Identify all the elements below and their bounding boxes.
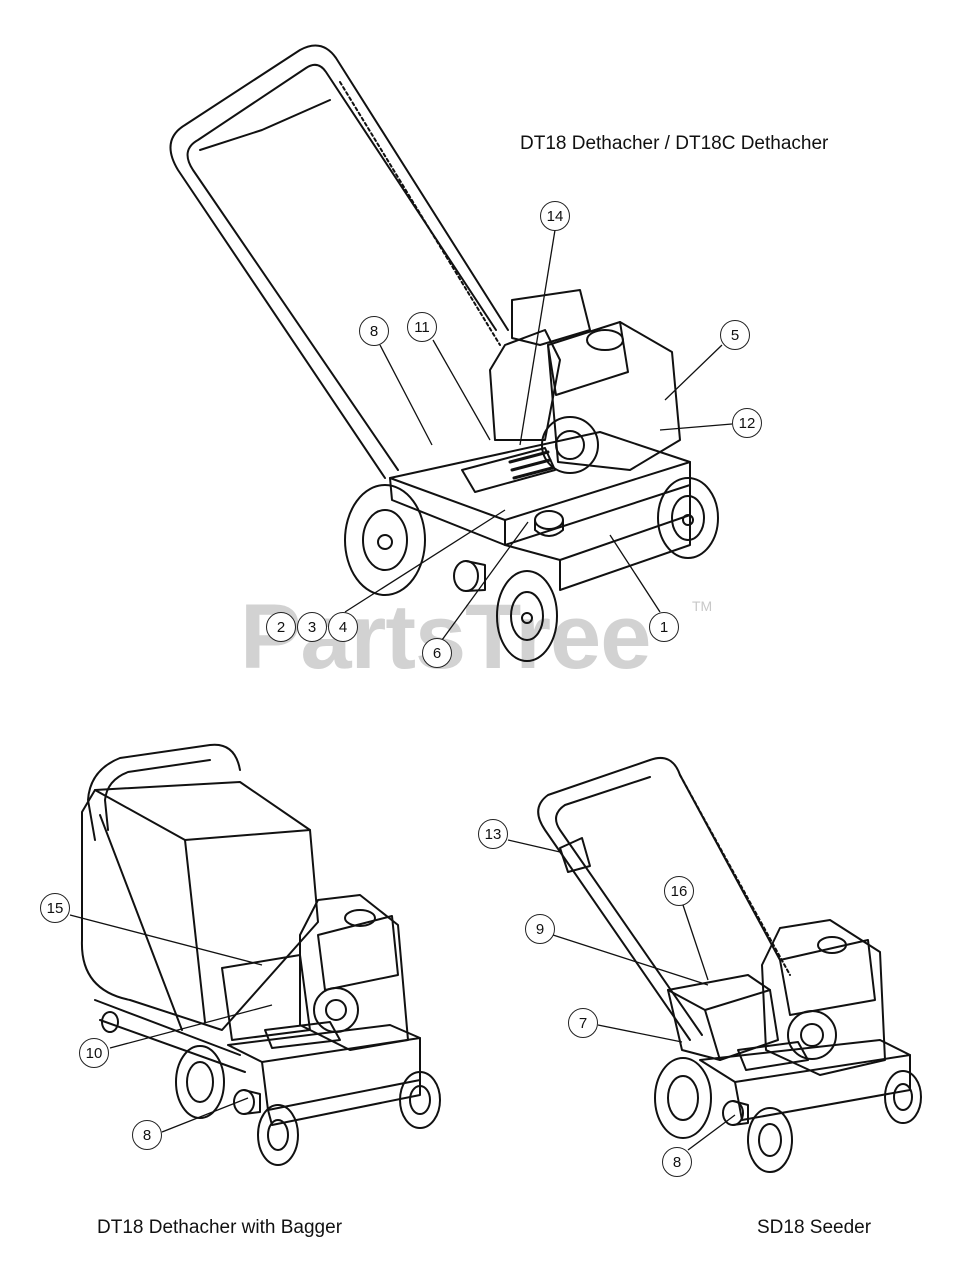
callout-14[interactable]: 14	[540, 201, 570, 231]
callout-11[interactable]: 11	[407, 312, 437, 342]
callout-5[interactable]: 5	[720, 320, 750, 350]
callout-8[interactable]: 8	[359, 316, 389, 346]
leader-lines	[69, 229, 736, 1151]
callout-6[interactable]: 6	[422, 638, 452, 668]
callout-10[interactable]: 10	[79, 1038, 109, 1068]
dt18-illustration	[169, 44, 719, 662]
callout-15[interactable]: 15	[40, 893, 70, 923]
dt18-bagger-illustration	[80, 743, 441, 1166]
callout-8-bagger[interactable]: 8	[132, 1120, 162, 1150]
watermark-trademark: TM	[692, 598, 713, 614]
callout-7[interactable]: 7	[568, 1008, 598, 1038]
caption-sd18: SD18 Seeder	[757, 1217, 872, 1238]
callout-1[interactable]: 1	[649, 612, 679, 642]
callout-4[interactable]: 4	[328, 612, 358, 642]
sd18-illustration	[537, 756, 922, 1173]
caption-dt18-bagger: DT18 Dethacher with Bagger	[97, 1217, 343, 1238]
callout-3[interactable]: 3	[297, 612, 327, 642]
callout-9[interactable]: 9	[525, 914, 555, 944]
caption-dt18: DT18 Dethacher / DT18C Dethacher	[520, 133, 829, 154]
callout-12[interactable]: 12	[732, 408, 762, 438]
callout-16[interactable]: 16	[664, 876, 694, 906]
callout-2[interactable]: 2	[266, 612, 296, 642]
callout-8-seeder[interactable]: 8	[662, 1147, 692, 1177]
callout-13[interactable]: 13	[478, 819, 508, 849]
